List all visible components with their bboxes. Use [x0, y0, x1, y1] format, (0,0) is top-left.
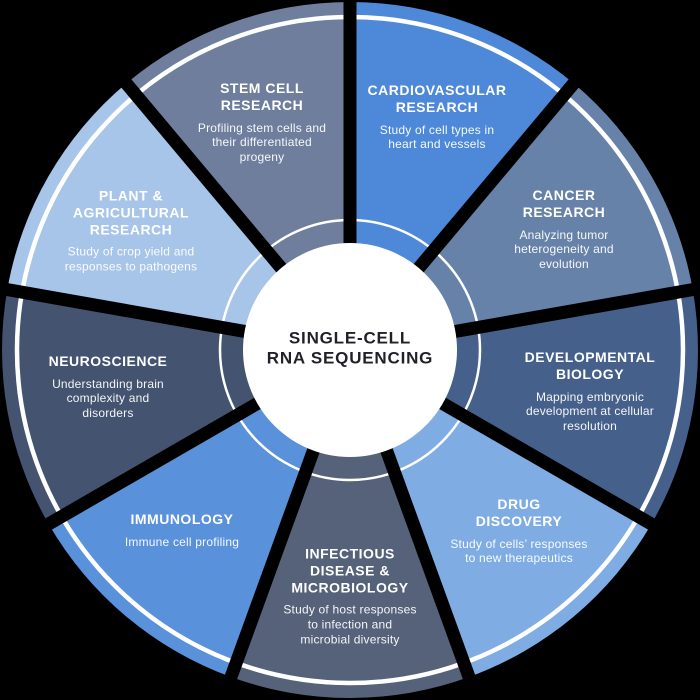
segment-shape-cancer-research	[350, 83, 693, 351]
segment-shape-infectious-disease-microbiology	[231, 350, 469, 698]
segment-dividers	[2, 0, 698, 684]
center-circle	[243, 243, 457, 457]
segment-shape-plant-agricultural-research	[7, 83, 351, 351]
